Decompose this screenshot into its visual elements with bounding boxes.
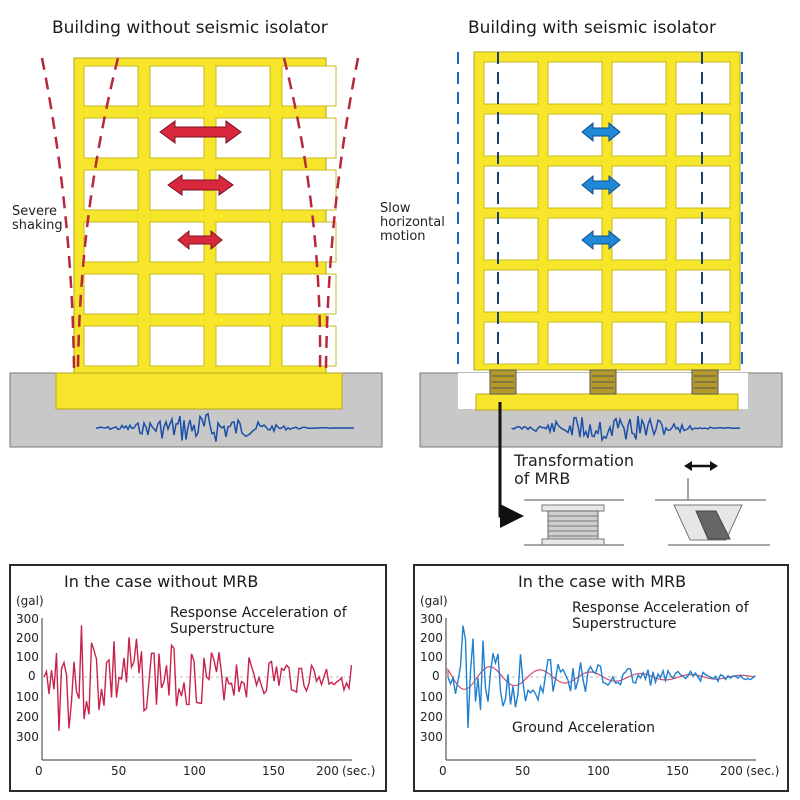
x-tick: 100 — [587, 764, 610, 778]
window — [215, 117, 271, 159]
x-tick: 150 — [262, 764, 285, 778]
x-tick: 50 — [515, 764, 531, 778]
right-ground-wave — [511, 415, 741, 443]
x-tick: 200 — [720, 764, 743, 778]
window — [483, 217, 539, 261]
x-tick: 200 — [316, 764, 339, 778]
window — [281, 325, 337, 367]
window — [611, 61, 667, 105]
y-tick: 100 — [16, 650, 39, 664]
y-tick: 300 — [420, 612, 443, 626]
right-blue-arrows — [581, 121, 621, 251]
window — [281, 221, 337, 263]
x-tick: 0 — [439, 764, 447, 778]
undeformed-bearing-icon — [524, 499, 624, 546]
window — [83, 117, 139, 159]
red-double-arrow — [159, 120, 242, 144]
blue-double-arrow — [581, 121, 621, 143]
isolator — [589, 369, 617, 395]
y-tick: 100 — [420, 650, 443, 664]
y-unit-label: (gal) — [420, 594, 448, 608]
y-tick: 200 — [420, 710, 443, 724]
seismic-isolators — [489, 369, 719, 395]
graph-panel-without-mrb — [9, 564, 387, 792]
red-double-arrow — [167, 174, 234, 196]
window — [483, 269, 539, 313]
window — [83, 221, 139, 263]
response-acceleration-label: Response Acceleration of Superstructure — [170, 605, 347, 637]
isolator — [489, 369, 517, 395]
window — [483, 165, 539, 209]
window — [149, 325, 205, 367]
right-diagram-title: Building with seismic isolator — [468, 18, 716, 38]
x-tick: 150 — [666, 764, 689, 778]
x-unit-label: (sec.) — [342, 764, 376, 778]
window — [611, 165, 667, 209]
ground-acceleration-label: Ground Acceleration — [512, 720, 655, 736]
window — [83, 273, 139, 315]
right-building — [473, 51, 741, 411]
window — [483, 321, 539, 365]
blue-double-arrow — [581, 174, 621, 196]
window — [547, 321, 603, 365]
window — [547, 269, 603, 313]
y-tick: 300 — [16, 730, 39, 744]
window — [611, 113, 667, 157]
window — [611, 269, 667, 313]
window — [215, 65, 271, 107]
response-acceleration-label: Response Acceleration of Superstructure — [572, 600, 749, 632]
window — [611, 217, 667, 261]
y-tick: 200 — [16, 710, 39, 724]
red-double-arrow — [177, 229, 223, 251]
y-tick: 300 — [420, 730, 443, 744]
x-tick: 100 — [183, 764, 206, 778]
x-tick: 0 — [35, 764, 43, 778]
transformation-callout — [498, 402, 770, 546]
y-tick: 200 — [16, 631, 39, 645]
severe-shaking-label: Severe shaking — [12, 204, 63, 233]
graph-title-with-mrb: In the case with MRB — [518, 572, 687, 591]
y-tick: 100 — [16, 690, 39, 704]
window — [149, 117, 205, 159]
x-unit-label: (sec.) — [746, 764, 780, 778]
window — [547, 61, 603, 105]
window — [281, 273, 337, 315]
graph-panel-with-mrb — [413, 564, 789, 792]
seismic-diagram — [9, 51, 783, 546]
y-tick: 100 — [420, 690, 443, 704]
slow-horizontal-motion-label: Slow horizontal motion — [380, 201, 445, 244]
right-dashed-lines — [457, 52, 743, 368]
window — [149, 273, 205, 315]
left-deflection-lines — [40, 57, 360, 369]
y-tick: 200 — [420, 631, 443, 645]
left-diagram-title: Building without seismic isolator — [52, 18, 328, 38]
window — [281, 169, 337, 211]
left-building — [55, 57, 343, 410]
y-unit-label: (gal) — [16, 594, 44, 608]
y-tick: 300 — [16, 612, 39, 626]
window — [215, 325, 271, 367]
window — [215, 273, 271, 315]
x-tick: 50 — [111, 764, 127, 778]
window — [281, 117, 337, 159]
left-ground-wave — [95, 412, 354, 442]
window — [483, 113, 539, 157]
transformation-label: Transformation of MRB — [514, 451, 635, 488]
deformed-bearing-icon — [655, 461, 770, 546]
left-red-arrows — [159, 120, 242, 251]
graph-title-without-mrb: In the case without MRB — [64, 572, 259, 591]
window — [149, 65, 205, 107]
isolator — [691, 369, 719, 395]
blue-double-arrow — [581, 229, 621, 251]
y-tick: 0 — [28, 669, 36, 683]
window — [215, 221, 271, 263]
window — [611, 321, 667, 365]
y-tick: 0 — [432, 669, 440, 683]
window — [83, 169, 139, 211]
window — [483, 61, 539, 105]
window — [83, 325, 139, 367]
